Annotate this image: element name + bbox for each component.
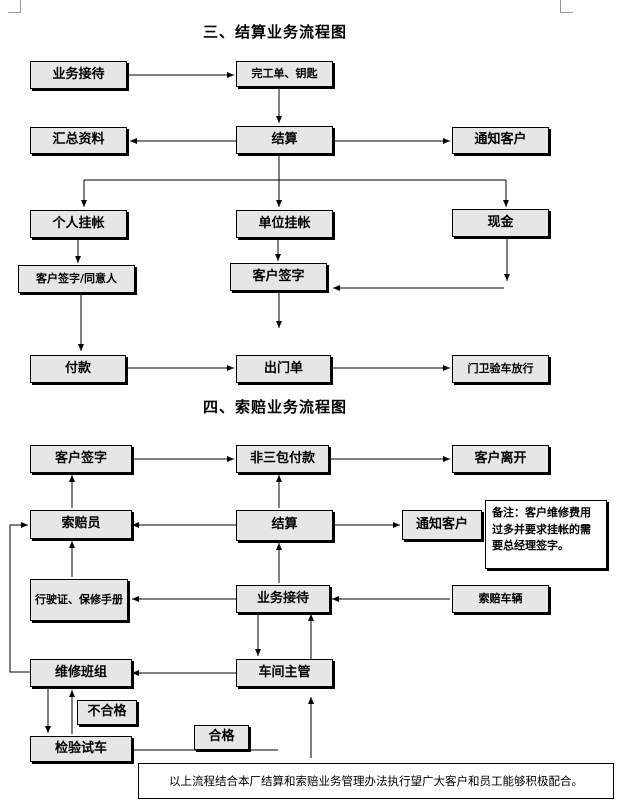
node-suopei-cheliang: 索赔车辆 (452, 585, 549, 613)
node-wangong-yaoshi: 完工单、钥匙 (236, 61, 333, 87)
node-kehu-likai: 客户离开 (452, 445, 549, 473)
node-yewu-jiedai-2: 业务接待 (236, 585, 330, 613)
page-corner-top-right (560, 0, 573, 13)
node-yewu-jiedai: 业务接待 (30, 61, 127, 89)
node-suopei-yuan: 索赔员 (30, 510, 132, 539)
node-geren-guazhang: 个人挂帐 (30, 210, 127, 238)
page-corner-top-left (8, 0, 21, 13)
node-chumendan: 出门单 (236, 355, 331, 383)
note-remark: 备注：客户维修费用过多并要求挂帐的需要总经理签字。 (485, 500, 607, 569)
node-chejian-zhuguan: 车间主管 (236, 659, 333, 687)
section4-title: 四、索赔业务流程图 (203, 398, 348, 416)
node-tongzhi-kehu: 通知客户 (452, 127, 549, 154)
node-menwei-yanche: 门卫验车放行 (452, 355, 549, 383)
node-jiesuan-2: 结算 (236, 510, 333, 541)
node-kehu-qianzi-2: 客户签字 (30, 445, 132, 473)
node-weixiu-banzu: 维修班组 (30, 659, 132, 687)
label-hege: 合格 (194, 725, 249, 750)
label-buhege: 不合格 (77, 700, 137, 725)
node-kehu-qianzi: 客户签字 (230, 263, 327, 291)
node-jiesuan: 结算 (236, 126, 333, 154)
node-kehu-qianzi-tongyiren: 客户签字/同意人 (18, 265, 135, 293)
section3-title: 三、结算业务流程图 (203, 23, 348, 41)
node-xianjin: 现金 (452, 209, 549, 237)
node-danwei-guazhang: 单位挂帐 (236, 210, 333, 238)
node-fei-sanbao-fukuan: 非三包付款 (236, 445, 329, 473)
node-jianyan-shiche: 检验试车 (30, 736, 132, 762)
node-tongzhi-kehu-2: 通知客户 (402, 510, 482, 540)
node-xingshizheng-baoxiu: 行驶证、保修手册 (30, 579, 128, 621)
node-fukuan: 付款 (30, 355, 126, 383)
footer-notice: 以上流程结合本厂结算和索赔业务管理办法执行望广大客户和员工能够积极配合。 (138, 763, 614, 799)
node-huizong-ziliao: 汇总资料 (30, 127, 127, 154)
